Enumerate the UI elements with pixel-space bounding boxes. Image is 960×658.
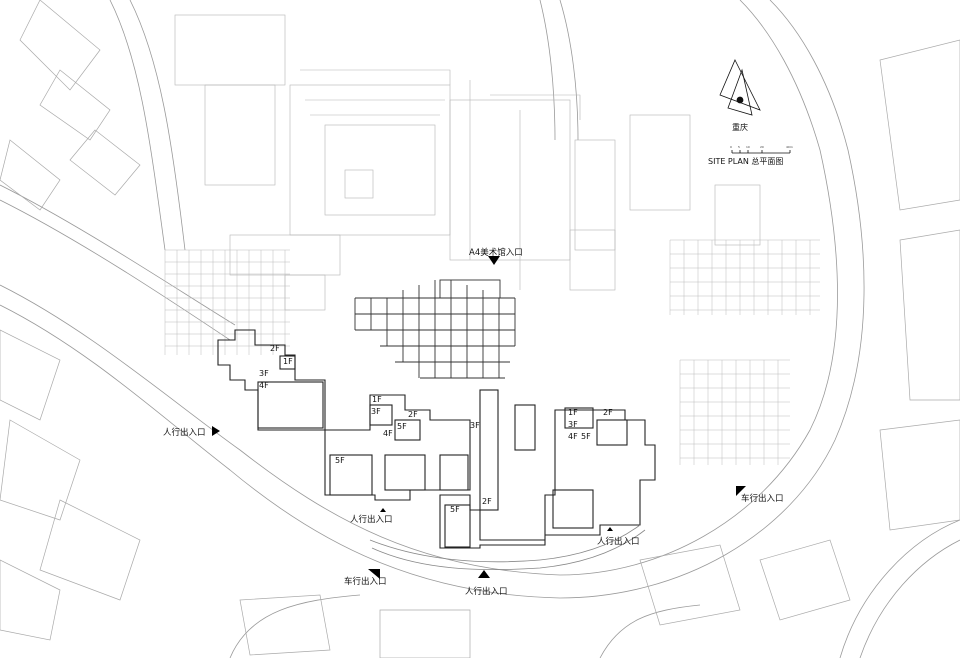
floor-label: 1F (372, 395, 382, 404)
scale-tick-5: 5 (738, 145, 740, 149)
car-entrance-bottom-left-label: 车行出入口 (344, 577, 387, 587)
plaza-grid-left (164, 249, 290, 355)
floor-label: 3F (568, 420, 578, 429)
floor-label: 3F (259, 369, 269, 378)
floor-label: 4F (383, 429, 393, 438)
floor-label: 5F (335, 456, 345, 465)
ped-bottom-center-arrow (478, 570, 490, 578)
ped-entrance-left-label: 人行出入口 (163, 428, 206, 438)
compass-label: 重庆 (732, 123, 748, 132)
museum-entrance-label: A4美术馆入口 (469, 248, 523, 258)
floor-label: 4F (259, 381, 269, 390)
compass-icon (719, 59, 761, 116)
ped-entrance-bottom-left-label: 人行出入口 (350, 515, 393, 525)
entrance-arrows (212, 256, 746, 579)
floor-label: 3F (371, 407, 381, 416)
ped-left-arrow (212, 426, 220, 436)
museum-entry-arrow (488, 256, 500, 265)
scale-tick-10: 10 (746, 145, 750, 149)
floor-label: 1F (283, 357, 293, 366)
floor-label: 2F (408, 410, 418, 419)
scale-title: SITE PLAN 总平面图 (708, 157, 784, 166)
floor-label: 5F (397, 422, 407, 431)
ped-entrance-bottom-right-label: 人行出入口 (597, 537, 640, 547)
floor-label: 2F (270, 344, 280, 353)
car-right-arrow (736, 486, 746, 496)
floor-label: 4F (568, 432, 578, 441)
museum-grid (354, 279, 516, 379)
promenade (369, 524, 646, 571)
buildings (217, 329, 656, 549)
scale-bar (731, 150, 791, 154)
scale-tick-20: 20 (760, 145, 764, 149)
floor-label: 2F (482, 497, 492, 506)
scale-tick-0: 0 (730, 145, 732, 149)
floor-label: 1F (568, 408, 578, 417)
floor-label: 3F (470, 421, 480, 430)
ped-bottom-right-arrow (607, 527, 613, 531)
floor-label: 5F (581, 432, 591, 441)
ped-bottom-left-arrow (380, 508, 386, 512)
car-entrance-right-label: 车行出入口 (741, 494, 784, 504)
floor-label: 2F (603, 408, 613, 417)
floor-label: 5F (450, 505, 460, 514)
upper-terraces (174, 14, 761, 311)
car-bottom-left-arrow (368, 569, 380, 579)
ped-entrance-bottom-center-label: 人行出入口 (465, 587, 508, 597)
plaza-grid-right (669, 239, 820, 465)
scale-tick-40: 40m (786, 145, 793, 149)
